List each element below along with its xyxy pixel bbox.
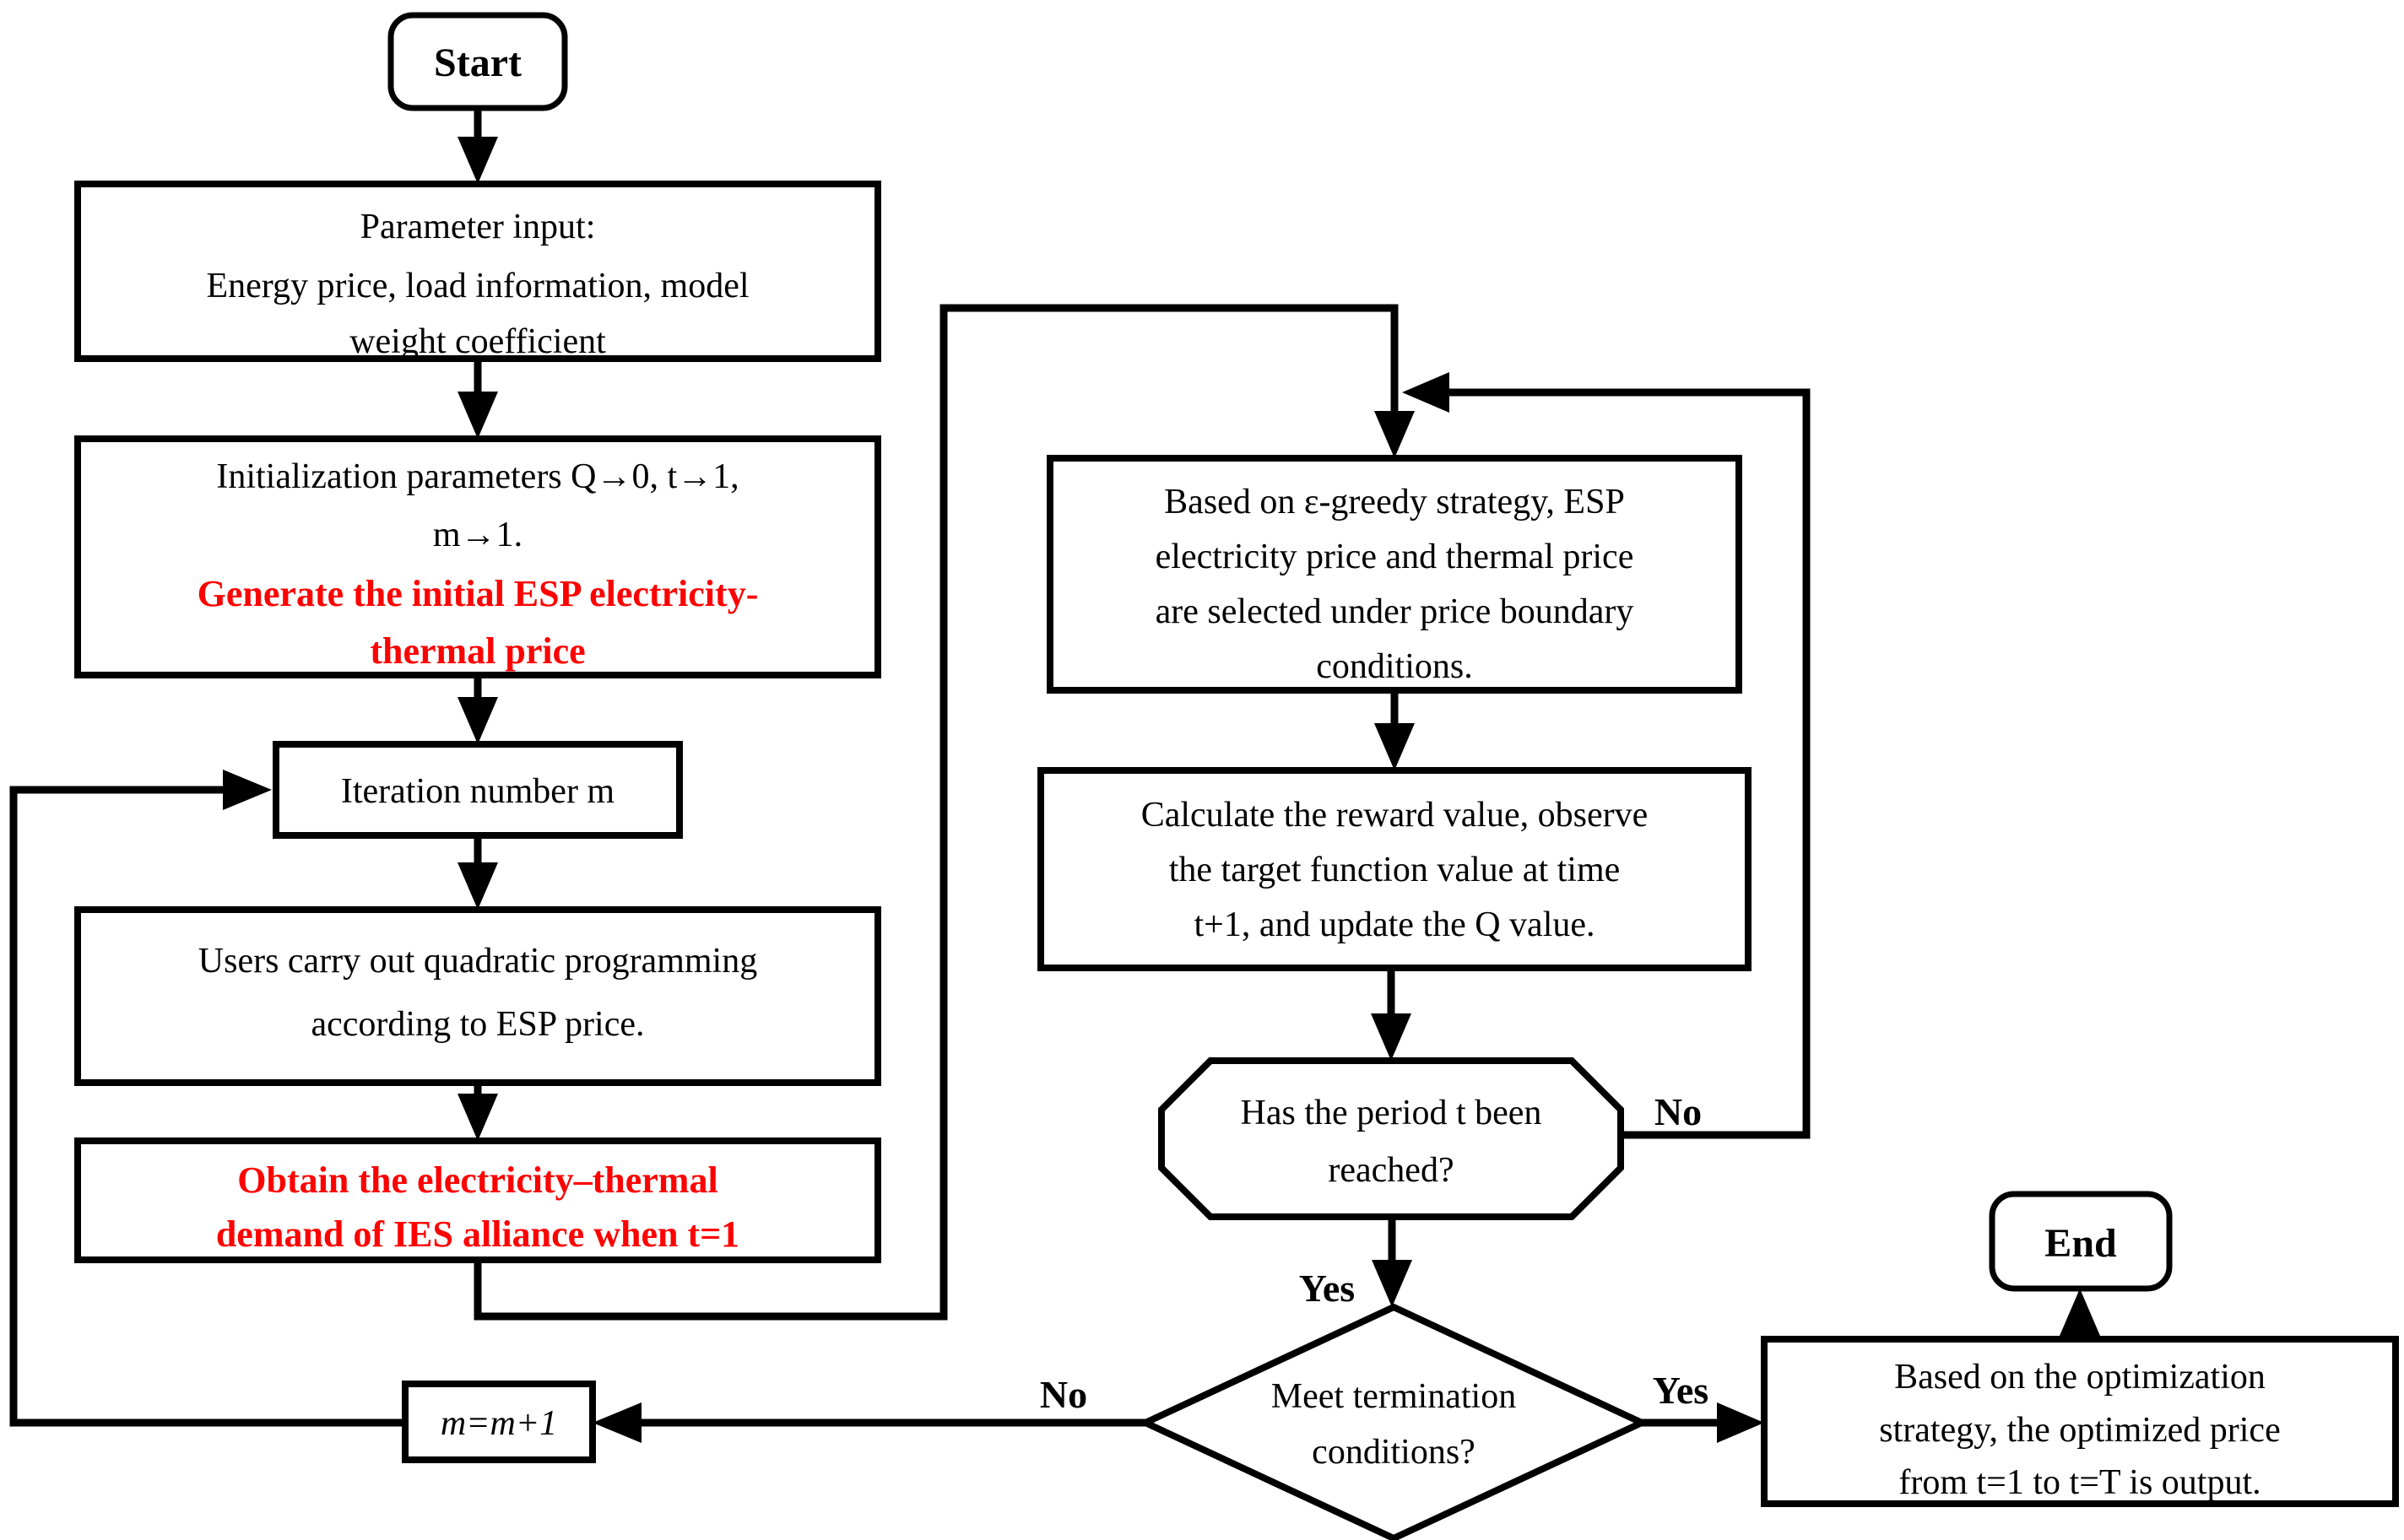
arrowhead-start-to-param (458, 137, 498, 184)
octagon-yes-label: Yes (1299, 1267, 1355, 1310)
initialization-red-line-1: Generate the initial ESP electricity- (198, 573, 759, 614)
octagon-no-label: No (1654, 1090, 1702, 1133)
node-parameter-input: Parameter input: Energy price, load info… (74, 181, 881, 362)
calculate-reward-line-3: t+1, and update the Q value. (1194, 905, 1595, 944)
initialization-line-2: m→1. (433, 516, 522, 554)
start-terminal-shape (387, 12, 568, 111)
arrowhead-octagon-yes-to-diamond (1372, 1260, 1412, 1307)
increment-m-label: m=m+1 (441, 1404, 557, 1443)
obtain-demand-line-2: demand of IES alliance when t=1 (216, 1213, 739, 1255)
users-programming-line-1: Users carry out quadratic programming (198, 942, 757, 981)
node-egreedy-selection: Based on ε-greedy strategy, ESP electric… (1047, 455, 1742, 694)
calculate-reward-shape (1037, 767, 1752, 971)
start-label: Start (434, 41, 522, 85)
increment-m-shape (402, 1381, 596, 1463)
connector-octagon-no-feedback (1449, 388, 1811, 1139)
diamond-no-label: No (1040, 1373, 1087, 1416)
node-initialization: Initialization parameters Q→0, t→1, m→1.… (74, 435, 881, 678)
output-price-line-2: strategy, the optimized price (1879, 1411, 2280, 1450)
termination-line-1: Meet termination (1271, 1377, 1516, 1416)
termination-decision-shape (1137, 1303, 1650, 1540)
iteration-number-label: Iteration number m (341, 772, 615, 811)
period-reached-shape (1158, 1057, 1624, 1220)
initialization-red-line-2: thermal price (370, 630, 585, 672)
calculate-reward-line-2: the target function value at time (1169, 851, 1621, 889)
node-end: End (1989, 1191, 2173, 1292)
arrowhead-diamond-yes-to-output (1717, 1402, 1764, 1443)
node-iteration-number: Iteration number m (273, 741, 683, 839)
node-output-price: Based on the optimization strategy, the … (1761, 1336, 2399, 1507)
users-programming-shape (74, 906, 881, 1086)
arrowhead-param-to-init (458, 392, 498, 439)
egreedy-line-2: electricity price and thermal price (1156, 538, 1634, 576)
termination-line-2: conditions? (1312, 1433, 1475, 1472)
arrowhead-calc-to-octagon (1371, 1013, 1411, 1061)
initialization-shape (74, 435, 881, 678)
output-price-shape (1761, 1336, 2399, 1507)
diamond-yes-label: Yes (1653, 1369, 1708, 1412)
calculate-reward-line-1: Calculate the reward value, observe (1141, 796, 1649, 835)
arrowhead-diamond-no-to-mm1 (593, 1402, 642, 1443)
parameter-input-shape (74, 181, 881, 362)
initialization-line-1: Initialization parameters Q→0, t→1, (216, 457, 739, 496)
arrowhead-egreedy-to-calc (1374, 723, 1415, 770)
egreedy-line-1: Based on ε-greedy strategy, ESP (1164, 483, 1625, 521)
egreedy-line-4: conditions. (1316, 647, 1473, 686)
arrowhead-users-to-obtain (458, 1094, 498, 1141)
arrowhead-output-to-end (2060, 1289, 2100, 1336)
connectors (9, 108, 2100, 1443)
arrowhead-init-to-iter (458, 697, 498, 744)
connector-mm1-loop-to-iter (9, 786, 405, 1427)
period-reached-line-1: Has the period t been (1241, 1094, 1542, 1132)
end-terminal-shape (1989, 1191, 2173, 1292)
node-termination-decision: Meet termination conditions? (1137, 1303, 1650, 1540)
egreedy-selection-shape (1047, 455, 1742, 694)
parameter-input-line-2: Energy price, load information, model (206, 267, 749, 305)
obtain-demand-line-1: Obtain the electricity–thermal (237, 1159, 717, 1201)
arrowhead-octagon-no-feedback (1402, 372, 1449, 413)
output-price-line-1: Based on the optimization (1894, 1358, 2266, 1397)
obtain-demand-shape (74, 1137, 881, 1263)
node-period-reached-decision: Has the period t been reached? (1158, 1057, 1624, 1220)
parameter-input-line-3: weight coefficient (349, 322, 606, 361)
end-label: End (2044, 1221, 2117, 1266)
arrowhead-mm1-loop-to-iter (223, 770, 272, 810)
parameter-input-line-1: Parameter input: (360, 208, 596, 246)
connector-obtain-to-egreedy (474, 304, 1399, 1321)
branch-labels: No Yes No Yes (1040, 1090, 1708, 1416)
output-price-line-3: from t=1 to t=T is output. (1898, 1463, 2261, 1502)
node-users-programming: Users carry out quadratic programming ac… (74, 906, 881, 1086)
iteration-number-shape (273, 741, 683, 839)
period-reached-line-2: reached? (1328, 1151, 1454, 1190)
arrowhead-iter-to-users (458, 862, 498, 910)
node-increment-m: m=m+1 (402, 1381, 596, 1463)
egreedy-line-3: are selected under price boundary (1156, 592, 1634, 631)
node-calculate-reward: Calculate the reward value, observe the … (1037, 767, 1752, 971)
users-programming-line-2: according to ESP price. (311, 1005, 644, 1044)
arrowhead-obtain-to-egreedy (1374, 411, 1415, 458)
node-obtain-demand: Obtain the electricity–thermal demand of… (74, 1137, 881, 1263)
node-start: Start (387, 12, 568, 111)
